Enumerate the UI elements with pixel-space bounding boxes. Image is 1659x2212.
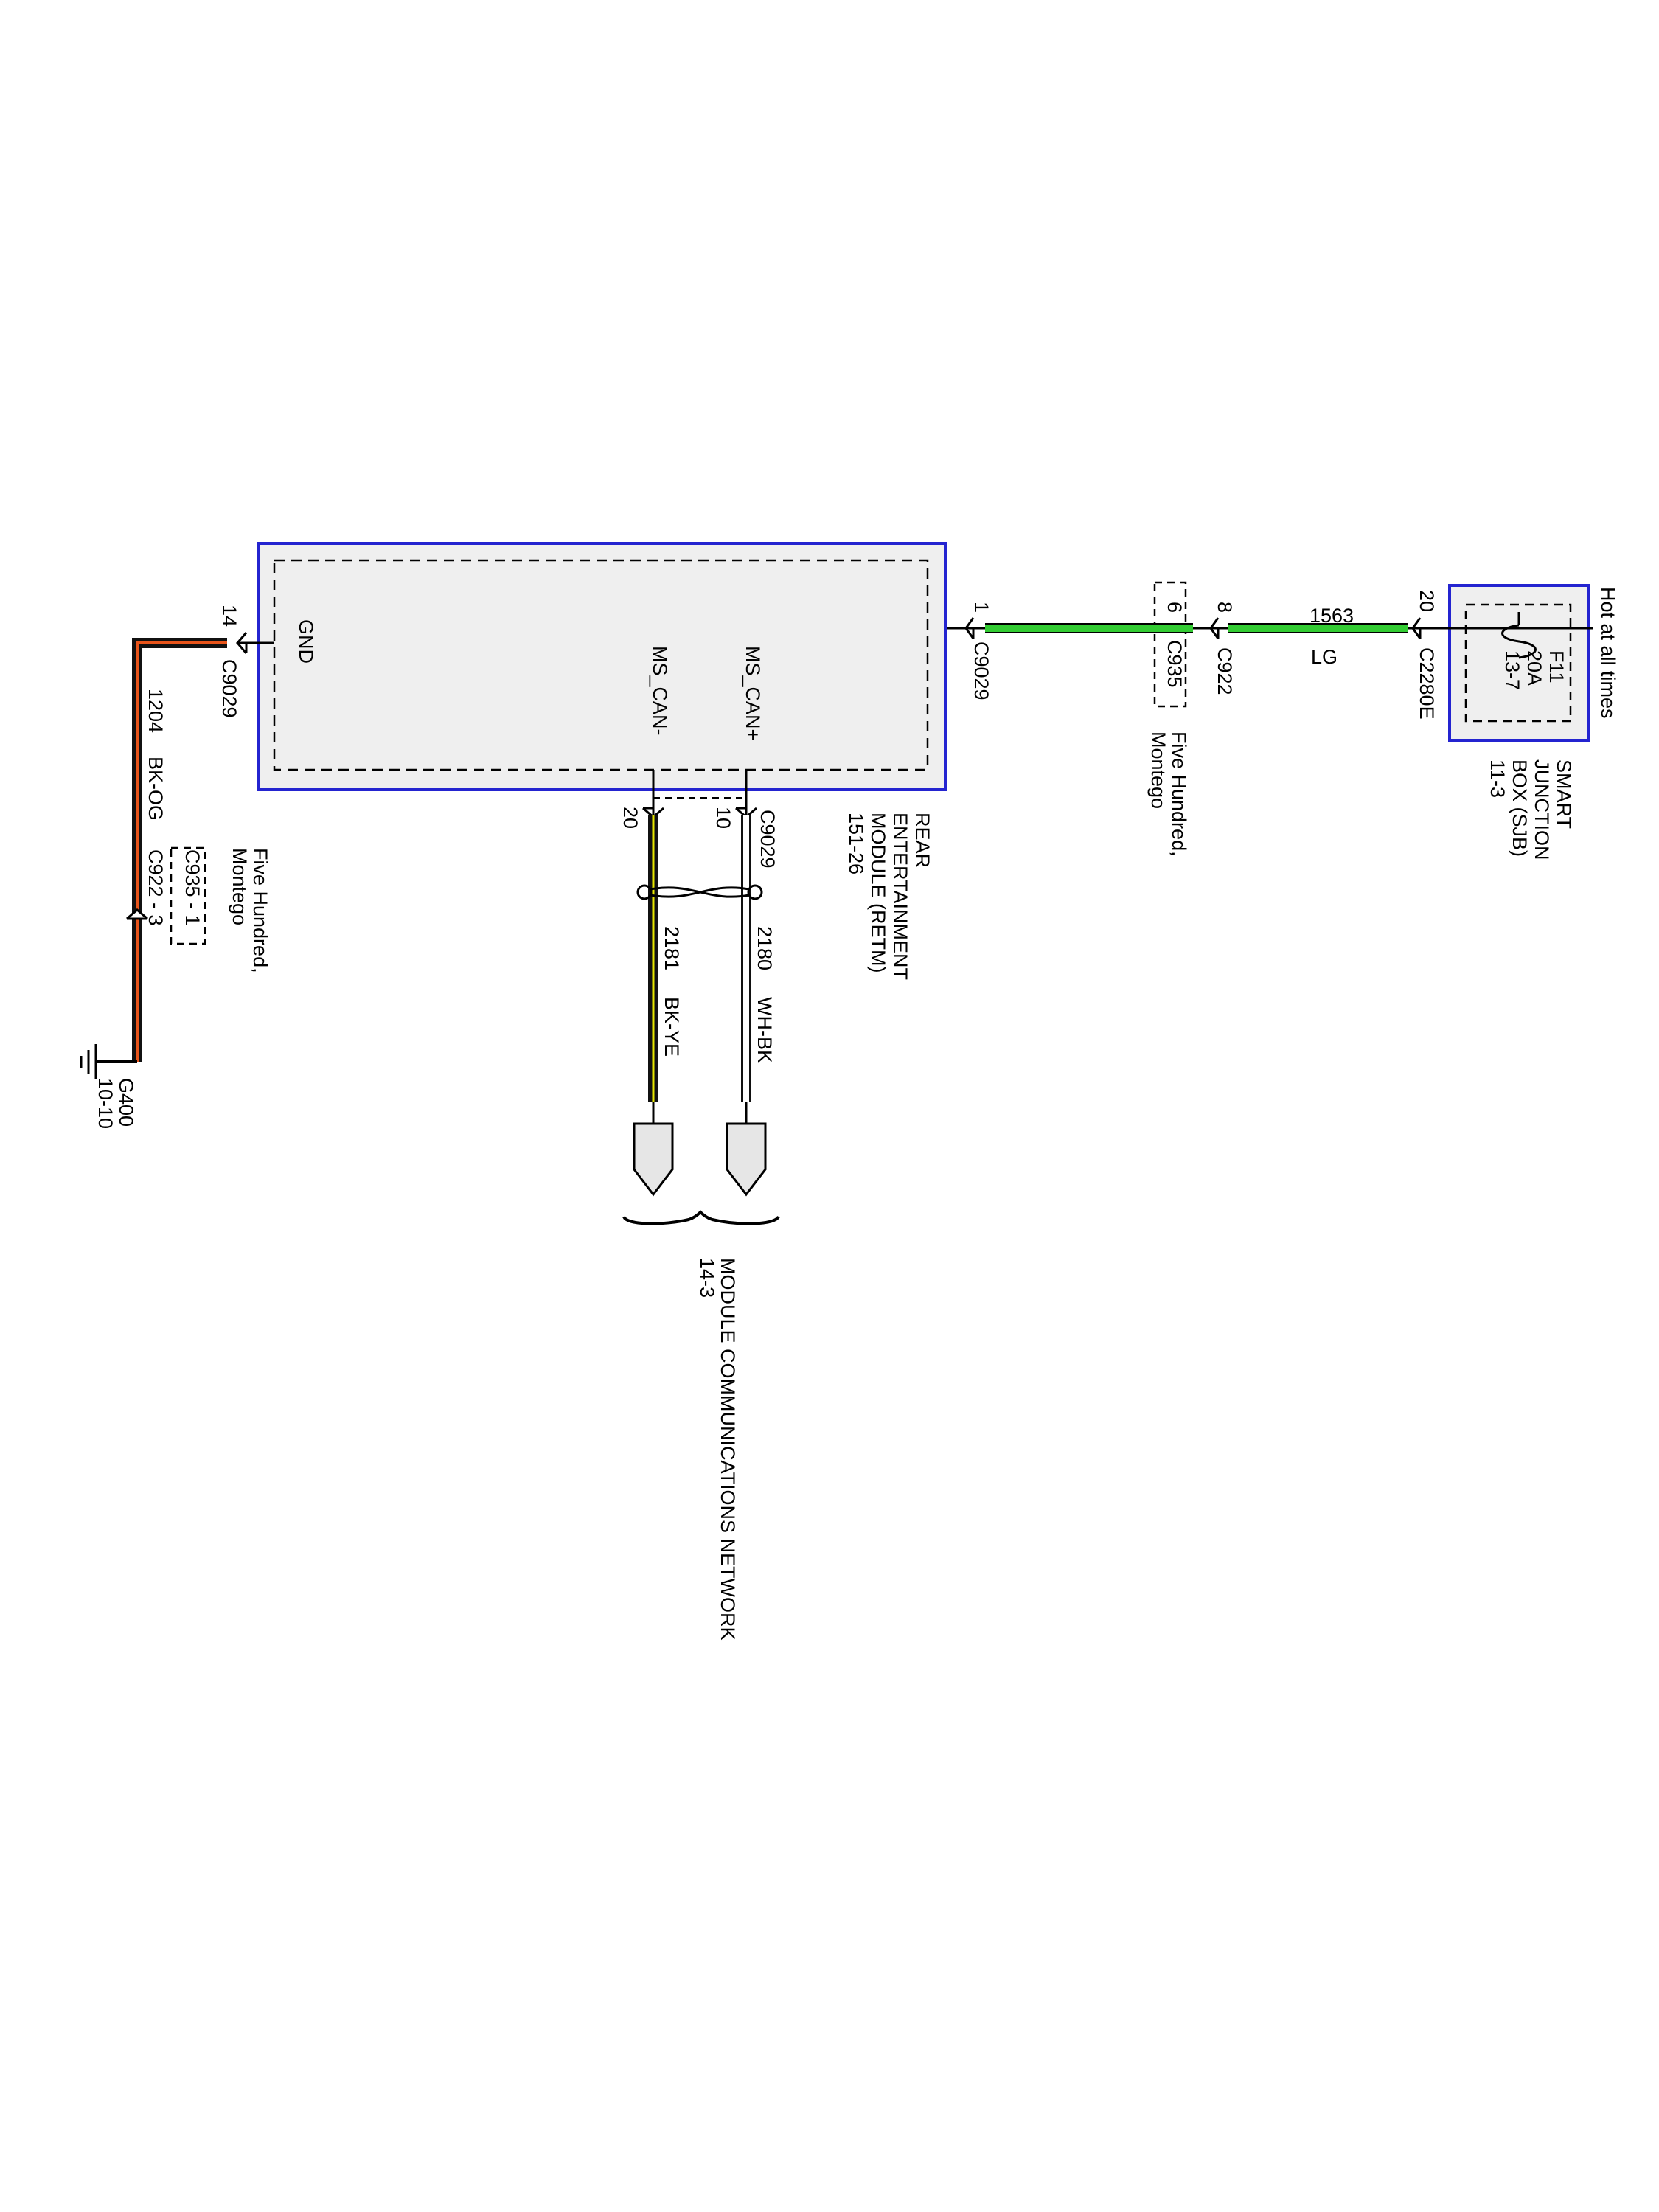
fuse-rating: 20A: [1523, 650, 1545, 686]
svg-text:F11: F11: [1545, 650, 1568, 684]
ground-icon: [80, 1044, 97, 1079]
ground-variant-note: Five Hundred, Montego: [229, 848, 271, 973]
fuse-label: F11: [1545, 650, 1568, 684]
svg-text:MODULE (RETM): MODULE (RETM): [867, 813, 889, 973]
svg-text:MODULE COMMUNICATIONS NETWORK: MODULE COMMUNICATIONS NETWORK: [717, 1258, 739, 1641]
sjb-connector-id: C2280E: [1416, 647, 1438, 720]
retm-name: REAR ENTERTAINMENT MODULE (RETM) 151-26: [845, 813, 933, 980]
svg-text:Montego: Montego: [1147, 731, 1169, 809]
connector-c2280e-symbol[interactable]: [1408, 617, 1430, 639]
circuit-2181-color: BK-YE: [661, 997, 683, 1057]
c922-connector-id: C922: [1214, 647, 1236, 695]
circuit-1204-color: BK-OG: [145, 757, 167, 821]
fuse-page-ref: 13-7: [1501, 650, 1523, 690]
retm-ground-connector-id: C9029: [218, 659, 240, 718]
connector-c922-symbol[interactable]: [1206, 617, 1228, 639]
circuit-1563-color: LG: [1311, 646, 1338, 668]
svg-text:10-10: 10-10: [94, 1078, 116, 1129]
sjb-inner-boundary: [1464, 603, 1572, 723]
can-circuits: [622, 770, 780, 1225]
sjb-box[interactable]: [1448, 584, 1590, 742]
network-brace: [622, 1210, 780, 1225]
retm-inner-boundary: [273, 559, 929, 771]
sjb-name: SMART JUNCTION BOX (SJB) 11-3: [1486, 759, 1575, 860]
power-circuit: [945, 581, 1593, 708]
ground-g400-label: G400 10-10: [94, 1078, 137, 1129]
svg-text:11-3: 11-3: [1486, 759, 1509, 798]
twisted-pair-icon: [636, 884, 763, 900]
connector-c922-ground-symbol[interactable]: [126, 908, 148, 920]
svg-text:151-26: 151-26: [845, 813, 867, 874]
rear-entertainment-module: [257, 542, 947, 791]
c922-pin-number: 8: [1214, 602, 1236, 613]
smart-junction-box: [1448, 584, 1590, 742]
svg-text:Montego: Montego: [229, 848, 251, 925]
svg-text:SMART: SMART: [1553, 759, 1575, 829]
retm-pin-label-can-minus: MS_CAN-: [649, 646, 671, 736]
retm-box[interactable]: [257, 542, 947, 791]
power-variant-note: Five Hundred, Montego: [1147, 731, 1190, 857]
svg-text:REAR: REAR: [911, 813, 933, 868]
circuit-2180-color: WH-BK: [754, 997, 776, 1063]
circuit-2181-number: 2181: [661, 926, 683, 970]
svg-text:Five Hundred,: Five Hundred,: [249, 848, 271, 973]
can-minus-pin-number: 20: [619, 807, 641, 829]
svg-text:Five Hundred,: Five Hundred,: [1168, 731, 1190, 857]
sjb-pin-number: 20: [1416, 590, 1438, 612]
svg-text:BOX (SJB): BOX (SJB): [1509, 759, 1531, 857]
circuit-1563-number: 1563: [1310, 605, 1354, 627]
c935-pin-number: 6: [1164, 602, 1186, 613]
connector-c9029-pin14-symbol[interactable]: [236, 632, 248, 654]
svg-text:ENTERTAINMENT: ENTERTAINMENT: [889, 813, 911, 980]
retm-pin-label-gnd: GND: [295, 619, 317, 664]
c935-connector-id: C935: [1164, 640, 1186, 688]
circuit-1204-number: 1204: [145, 689, 167, 733]
circuit-2180-number: 2180: [754, 926, 776, 970]
svg-text:JUNCTION: JUNCTION: [1531, 759, 1553, 860]
ground-inline-connector-a: C935 - 1: [181, 849, 204, 926]
connector-c935-box[interactable]: [1153, 581, 1187, 708]
retm-ground-pin-number: 14: [218, 605, 240, 627]
svg-text:G400: G400: [115, 1078, 137, 1127]
retm-power-connector-id: C9029: [970, 641, 992, 700]
svg-text:14-3: 14-3: [696, 1258, 718, 1298]
fuse-icon[interactable]: [1501, 612, 1537, 659]
ground-inline-connector-b: C922 - 3: [145, 849, 167, 926]
retm-power-pin-number: 1: [970, 602, 992, 613]
connector-c935-c922-box[interactable]: [170, 846, 206, 945]
can-connector-id: C9029: [757, 810, 779, 869]
retm-pin-label-can-plus: MS_CAN+: [742, 646, 764, 740]
connector-c9029-pin1-symbol[interactable]: [945, 617, 985, 639]
can-plus-destination-arrow[interactable]: [726, 1122, 767, 1197]
can-minus-destination-arrow[interactable]: [633, 1122, 674, 1197]
can-plus-pin-number: 10: [712, 807, 734, 829]
ground-circuit: [80, 632, 274, 1079]
hot-at-all-times-label: Hot at all times: [1597, 587, 1619, 719]
network-destination-label: MODULE COMMUNICATIONS NETWORK 14-3: [696, 1258, 739, 1641]
